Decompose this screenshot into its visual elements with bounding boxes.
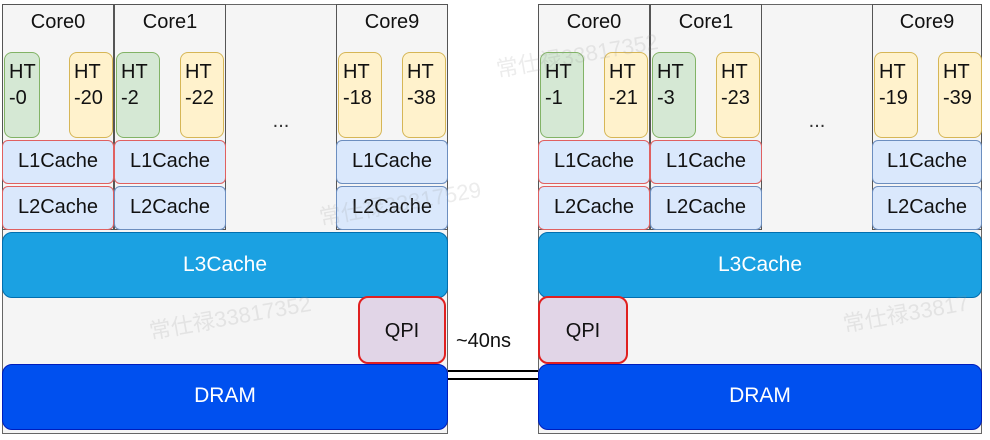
core-label: Core9 [899,11,955,33]
qpi-interconnect: QPI [538,296,628,364]
qpi-interconnect: QPI [358,296,446,364]
core-label: Core1 [142,11,198,33]
hyperthread-ht-21: HT -21 [604,52,648,138]
l1-cache: L1Cache [872,140,982,184]
core-label: Core0 [30,11,86,33]
dram: DRAM [2,364,448,430]
hyperthread-ht-2: HT -2 [116,52,160,138]
hyperthread-ht-3: HT -3 [652,52,696,138]
l2-cache: L2Cache [650,186,762,230]
core-label: Core9 [364,11,420,33]
l1-cache: L1Cache [538,140,650,184]
interconnect-line-top [448,370,538,372]
hyperthread-ht-18: HT -18 [338,52,382,138]
l2-cache: L2Cache [2,186,114,230]
hyperthread-ht-1: HT -1 [540,52,584,138]
core-label: Core1 [678,11,734,33]
dram: DRAM [538,364,982,430]
l1-cache: L1Cache [650,140,762,184]
core-label: Core0 [566,11,622,33]
hyperthread-ht-19: HT -19 [874,52,918,138]
hyperthread-ht-20: HT -20 [69,52,113,138]
l3-cache: L3Cache [538,232,982,298]
interconnect-line-bottom [448,378,538,380]
hyperthread-ht-39: HT -39 [938,52,982,138]
l2-cache: L2Cache [872,186,982,230]
hyperthread-ht-38: HT -38 [402,52,446,138]
more-cores-ellipsis: ... [808,110,826,132]
l1-cache: L1Cache [114,140,226,184]
interconnect-latency-label: ~40ns [456,330,512,352]
hyperthread-ht-23: HT -23 [716,52,760,138]
l1-cache: L1Cache [336,140,448,184]
l2-cache: L2Cache [114,186,226,230]
l3-cache: L3Cache [2,232,448,298]
l1-cache: L1Cache [2,140,114,184]
l2-cache: L2Cache [336,186,448,230]
hyperthread-ht-0: HT -0 [4,52,40,138]
more-cores-ellipsis: ... [272,110,290,132]
l2-cache: L2Cache [538,186,650,230]
hyperthread-ht-22: HT -22 [180,52,224,138]
